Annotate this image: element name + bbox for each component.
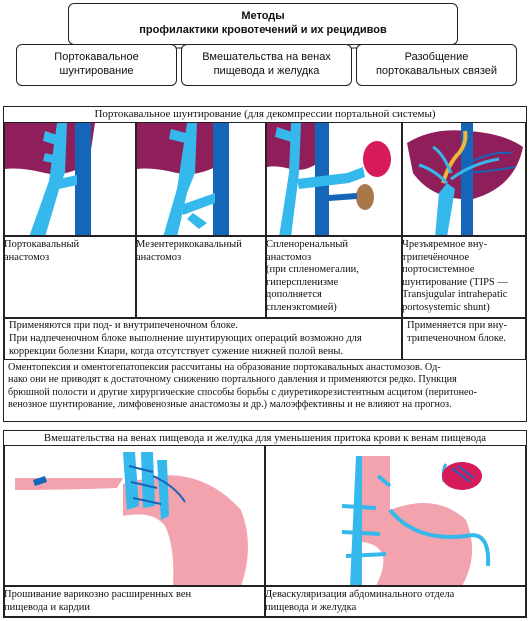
caption-devascularization-line1: Деваскуляризация абдоминального отдела (265, 589, 455, 600)
caption-splenorenal-line3: (при спленомегалии, (266, 264, 359, 276)
caption-cell-devascularization (265, 586, 526, 617)
caption-splenorenal-line2: анастомоз (266, 251, 312, 263)
method-box-2-line1: Вмешательства на венах (202, 51, 331, 64)
note-left: Применяются при под- и внутрипеченочном … (4, 318, 402, 360)
paragraph-line3: брюшной полости и другие хирургические с… (8, 386, 478, 398)
shunting-section (3, 106, 527, 422)
method-box-vein-interventions: Вмешательства на венах пищевода и желудк… (181, 44, 352, 86)
caption-tips-line1: Чрезъяремное вну- (402, 239, 488, 250)
caption-cell-1 (4, 236, 136, 318)
caption-cell-suturing (4, 586, 265, 617)
method-box-3-line2: портокавальных связей (375, 65, 498, 77)
figure-cell-portocaval (4, 122, 136, 236)
caption-portocaval-line1: Портокавальный (4, 239, 80, 250)
method-box-1-line1: Портокавальное (54, 51, 139, 64)
caption-tips-line5: Transjugular intrahepatic (402, 289, 508, 301)
paragraph-line1: Оментопексия и оментогепатопексия рассчи… (8, 362, 441, 373)
caption-portocaval: Портокавальный анастомоз (4, 239, 136, 264)
caption-tips-line3: портосистемное (402, 264, 475, 276)
methods-title-line2: профилактики кровотечений и их рецидивов (139, 24, 387, 36)
figure-cell-splenorenal (266, 122, 402, 236)
omentopexy-paragraph: Оментопексия и оментогепатопексия рассчи… (4, 361, 526, 421)
methods-title-box: Методы профилактики кровотечений и их ре… (68, 3, 458, 45)
method-box-3-line1: Разобщение (404, 51, 469, 64)
paragraph-line4: венозное шунтирование, лимфовенозные ана… (8, 399, 452, 411)
caption-devascularization-line2: пищевода и желудка (265, 601, 357, 613)
tips-figure (407, 123, 523, 235)
method-box-disconnection: Разобщение портокавальных связей (356, 44, 517, 86)
portocaval-anastomosis-figure (5, 123, 95, 235)
suturing-varices-figure (15, 452, 248, 585)
method-box-portocaval-shunting: Портокавальное шунтирование (16, 44, 177, 86)
caption-tips-line4: шунтирование (TIPS — (402, 276, 508, 288)
caption-mesentericocaval-line2: анастомоз (136, 251, 182, 263)
devascularization-figure (341, 456, 491, 585)
vein-interventions-header: Вмешательства на венах пищевода и желудк… (3, 431, 527, 446)
figure-cell-tips (402, 122, 526, 236)
caption-tips-line6: portosystemic shunt) (402, 301, 490, 313)
figure-cell-suturing (4, 446, 265, 586)
caption-cell-4 (402, 236, 526, 318)
note-right-line2: трипеченочном блоке. (407, 332, 507, 344)
note-left-line1: Применяются при под- и внутрипеченочном … (9, 320, 239, 331)
caption-splenorenal-line4: гиперспленизме (266, 276, 339, 288)
caption-mesentericocaval-line1: Мезентерикокавальный (136, 239, 242, 250)
figure-cell-mesentericocaval (136, 122, 266, 236)
caption-mesentericocaval: Мезентерикокавальный анастомоз (136, 239, 266, 264)
methods-title-line1: Методы (241, 10, 285, 23)
mesentericocaval-anastomosis-figure (137, 123, 229, 235)
caption-suturing: Прошивание варикозно расширенных вен пищ… (4, 589, 265, 614)
figure-cell-devascularization (265, 446, 526, 586)
vein-interventions-section (3, 430, 527, 618)
splenorenal-anastomosis-figure (267, 123, 391, 235)
caption-suturing-line1: Прошивание варикозно расширенных вен (4, 589, 192, 600)
caption-cell-2 (136, 236, 266, 318)
note-left-line2: При надпеченочном блоке выполнение шунти… (9, 332, 362, 344)
note-left-line3: коррекции болезни Киари, когда отсутству… (9, 345, 344, 357)
caption-suturing-line2: пищевода и кардии (4, 601, 90, 613)
method-box-2-line2: пищевода и желудка (213, 65, 320, 77)
caption-tips-line2: трипечёночное (402, 251, 470, 263)
caption-splenorenal-line6: спленэктомией) (266, 301, 337, 313)
caption-tips: Чрезъяремное вну- трипечёночное портосис… (402, 239, 526, 315)
caption-devascularization: Деваскуляризация абдоминального отдела п… (265, 589, 526, 614)
shunting-section-header: Портокавальное шунтирование (для декомпр… (94, 107, 436, 120)
method-box-1-line2: шунтирование (59, 65, 134, 77)
note-right: Применяется при вну- трипеченочном блоке… (402, 318, 526, 360)
note-right-line1: Применяется при вну- (407, 320, 508, 331)
caption-portocaval-line2: анастомоз (4, 251, 50, 263)
caption-splenorenal: Спленоренальный анастомоз (при спленомег… (266, 239, 402, 315)
paragraph-line2: нако они не приводят к достаточному сниж… (8, 374, 457, 386)
caption-splenorenal-line1: Спленоренальный (266, 239, 348, 250)
caption-cell-3 (266, 236, 402, 318)
caption-splenorenal-line5: дополняется (266, 289, 322, 301)
